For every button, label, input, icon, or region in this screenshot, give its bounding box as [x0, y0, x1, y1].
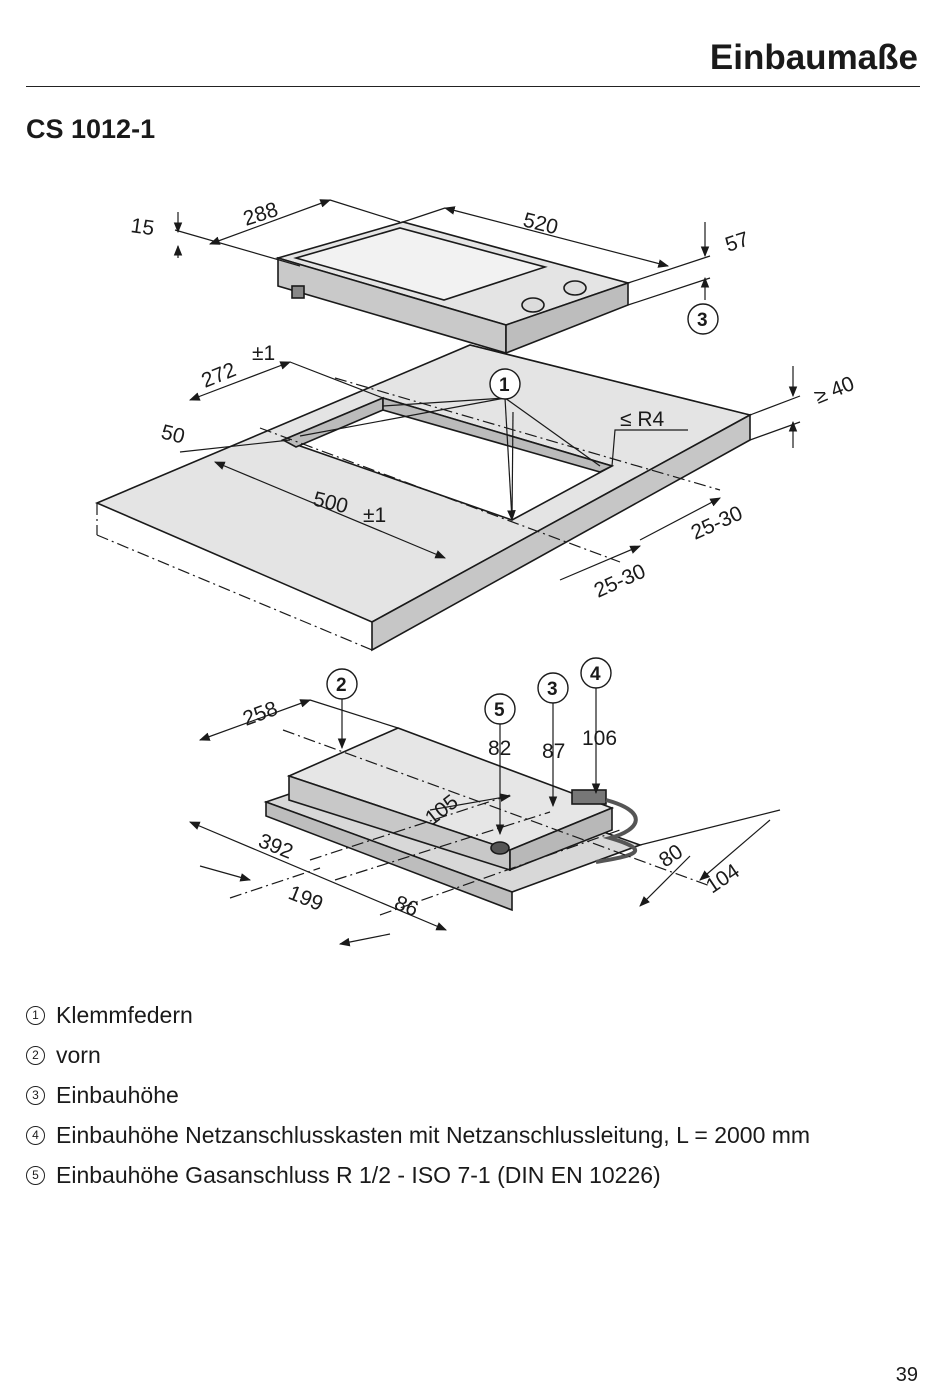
dim-clearance-side: 25-30 [591, 560, 649, 603]
dim-106: 106 [582, 727, 617, 750]
appliance-bottom-view [263, 727, 643, 912]
dim-500-tolerance: ±1 [363, 504, 386, 527]
legend-item: 3 Einbauhöhe [26, 1075, 810, 1115]
dim-199: 199 [285, 881, 326, 915]
legend-text: Einbauhöhe Netzanschlusskasten mit Netza… [56, 1121, 811, 1148]
svg-text:2: 2 [336, 675, 347, 696]
dim-clearance-back: 25-30 [688, 502, 746, 545]
installation-dimensions-drawing: 15 288 520 57 3 272 [94, 198, 858, 947]
legend: 1 Klemmfedern 2 vorn 3 Einbauhöhe 4 Einb… [26, 995, 810, 1195]
svg-text:4: 4 [590, 664, 601, 685]
callout-4: 4 [580, 657, 612, 689]
callout-3-bottom: 3 [537, 672, 569, 704]
legend-item: 4 Einbauhöhe Netzanschlusskasten mit Net… [26, 1115, 810, 1155]
dim-392: 392 [255, 829, 296, 863]
callout-3-top: 3 [687, 303, 719, 335]
svg-text:1: 1 [499, 375, 510, 396]
legend-number: 3 [26, 1085, 45, 1105]
legend-item: 2 vorn [26, 1035, 810, 1075]
dim-272: 272 [198, 358, 239, 392]
legend-item: 1 Klemmfedern [26, 995, 810, 1035]
dim-86: 86 [391, 891, 421, 921]
callout-2: 2 [326, 668, 358, 700]
legend-item: 5 Einbauhöhe Gasanschluss R 1/2 - ISO 7-… [26, 1155, 810, 1195]
dim-87: 87 [542, 740, 565, 763]
callout-1: 1 [489, 368, 521, 400]
legend-text: vorn [56, 1041, 101, 1068]
model-title: CS 1012-1 [26, 114, 156, 144]
legend-number: 5 [26, 1165, 45, 1185]
dim-82: 82 [488, 737, 511, 760]
legend-number: 4 [26, 1125, 45, 1145]
svg-text:3: 3 [697, 310, 708, 331]
legend-text: Einbauhöhe [56, 1081, 179, 1108]
dim-104: 104 [702, 859, 744, 898]
legend-text: Klemmfedern [56, 1001, 193, 1028]
legend-text: Einbauhöhe Gasanschluss R 1/2 - ISO 7-1 … [56, 1161, 661, 1188]
dim-272-tolerance: ±1 [252, 342, 275, 365]
header-rule [26, 86, 920, 87]
dim-worktop-min: ≥ 40 [811, 372, 857, 409]
dim-15: 15 [129, 214, 155, 240]
legend-number: 2 [26, 1045, 45, 1065]
legend-number: 1 [26, 1005, 45, 1025]
dim-258: 258 [240, 697, 281, 731]
dim-radius: ≤ R4 [620, 408, 665, 431]
svg-text:5: 5 [494, 700, 505, 721]
page-number: 39 [895, 1364, 918, 1386]
dim-57: 57 [722, 228, 751, 257]
svg-text:3: 3 [547, 679, 558, 700]
page-header-title: Einbaumaße [709, 38, 918, 77]
callout-5: 5 [484, 693, 516, 725]
dim-288: 288 [240, 198, 280, 231]
dim-520: 520 [521, 209, 561, 240]
dim-50: 50 [159, 421, 187, 449]
